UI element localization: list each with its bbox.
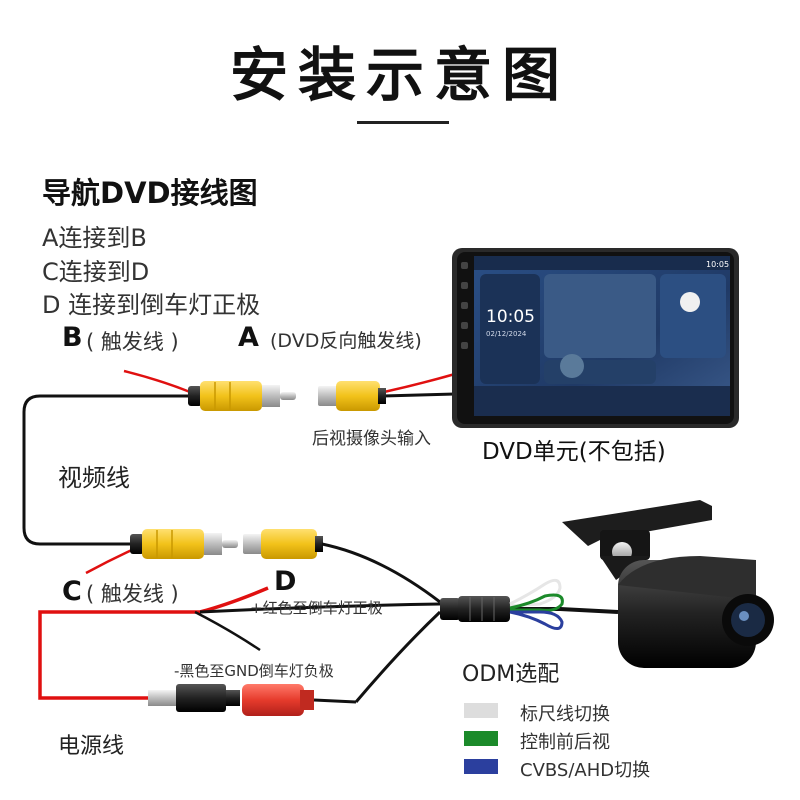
title-divider: [357, 121, 449, 124]
red-to-harness: [199, 602, 441, 614]
label-b-desc: ( 触发线 ): [86, 330, 179, 354]
loop-green: [509, 593, 564, 612]
video-cable: [22, 394, 190, 546]
red-power-wire: [38, 586, 269, 700]
camera-video-cable: [321, 542, 441, 604]
label-a-letter: A: [238, 322, 259, 353]
label-a-desc: (DVD反向触发线): [270, 330, 422, 352]
label-d-letter: D: [274, 566, 297, 597]
legend-label-green: 控制前后视: [520, 732, 610, 753]
label-gnd-desc: -黑色至GND倒车灯负极: [174, 662, 334, 680]
power-cable: [354, 610, 442, 703]
dc-plug-male: [148, 684, 240, 712]
loop-blue: [509, 610, 564, 630]
trigger-wire-c: [85, 547, 135, 575]
legend-label-blue: CVBS/AHD切换: [520, 760, 651, 781]
legend-swatch-white: [464, 703, 498, 718]
black-gnd-wire: [194, 610, 261, 652]
label-power-line: 电源线: [58, 734, 125, 759]
legend-swatch-blue: [464, 759, 498, 774]
legend-swatch-green: [464, 731, 498, 746]
label-c-desc: ( 触发线 ): [86, 582, 179, 606]
step-3: D 连接到倒车灯正极: [42, 291, 261, 319]
screen-time: 10:05: [486, 307, 535, 327]
section-title: 导航DVD接线图: [42, 176, 258, 210]
label-c-letter: C: [62, 576, 82, 607]
camera-image: [559, 500, 774, 668]
rca-connector-b: [188, 381, 296, 411]
step-2: C连接到D: [42, 258, 150, 286]
label-d-desc: +红色至倒车灯正极: [250, 599, 383, 617]
status-time: 10:05: [706, 260, 729, 269]
dc-jack-female: [242, 684, 357, 716]
rca-connector-c: [130, 529, 238, 559]
step-1: A连接到B: [42, 224, 147, 252]
label-camera-input: 后视摄像头输入: [312, 429, 431, 449]
trigger-wire-a: [383, 372, 456, 394]
rca-connector-d: [243, 529, 323, 559]
screen-date: 02/12/2024: [486, 330, 527, 338]
legend-label-white: 标尺线切换: [520, 704, 610, 725]
dvd-input-cable: [382, 392, 456, 398]
trigger-wire-b: [123, 369, 191, 394]
label-video-line: 视频线: [58, 464, 130, 492]
label-b-letter: B: [62, 322, 83, 353]
page-title: 安装示意图: [229, 41, 570, 109]
rca-connector-a: [318, 381, 386, 411]
dvd-unit-image: 10:05 02/12/2024 10:05: [452, 248, 739, 428]
loop-white: [509, 578, 562, 608]
label-dvd-unit: DVD单元(不包括): [482, 439, 666, 465]
label-odm: ODM选配: [462, 662, 560, 687]
